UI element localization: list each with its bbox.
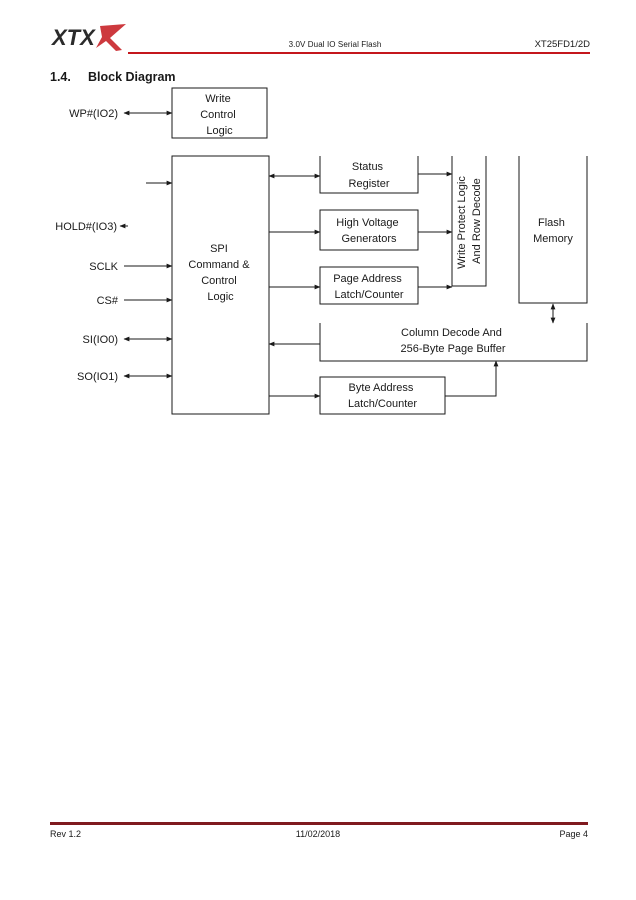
column-decode-page-buffer-block [319,323,588,362]
footer-date: 11/02/2018 [295,829,341,839]
status-register-label: Status Register [349,161,390,190]
spi-control-logic-block [171,155,270,415]
footer-page-number: Page 4 [559,829,588,839]
header-subject: 3.0V Dual IO Serial Flash [288,40,382,49]
logo-swoosh-icon [96,24,126,51]
byte-address-latch-label: Byte Address Latch/Counter [348,382,417,410]
spi-control-logic-label: SPI Command & Control Logic [188,243,252,303]
page-address-latch-label: Page Address Latch/Counter [333,273,405,301]
footer-rule [50,822,588,825]
high-voltage-generators-label: High Voltage Generators [336,217,401,245]
section-number: 1.4. [50,70,71,84]
pin-label-hold: HOLD#(IO3) [55,221,117,233]
header-part-number: XT25FD1/2D [534,39,590,50]
xtx-logo: XTX [50,22,128,52]
write-protect-row-decode-label: Write Protect Logic And Row Decode [456,173,483,269]
pin-label-si: SI(IO0) [83,334,118,346]
header-rule [128,52,590,54]
section-heading: 1.4. Block Diagram [50,70,176,84]
section-title: Block Diagram [88,70,176,84]
pin-label-cs: CS# [97,295,119,307]
pin-label-sclk: SCLK [89,261,118,273]
pin-label-so: SO(IO1) [77,371,118,383]
flash-memory-label: Flash Memory [533,217,573,245]
write-control-logic-label: Write Control Logic [200,93,239,137]
pin-label-wp: WP#(IO2) [69,108,118,120]
write-protect-row-decode-block [451,156,487,287]
byteaddress-columndecode-arrow [445,360,499,397]
footer-revision: Rev 1.2 [50,829,82,839]
flash-memory-block [518,156,588,304]
column-decode-page-buffer-label: Column Decode And 256-Byte Page Buffer [401,327,506,355]
logo-wordmark: XTX [50,25,96,50]
